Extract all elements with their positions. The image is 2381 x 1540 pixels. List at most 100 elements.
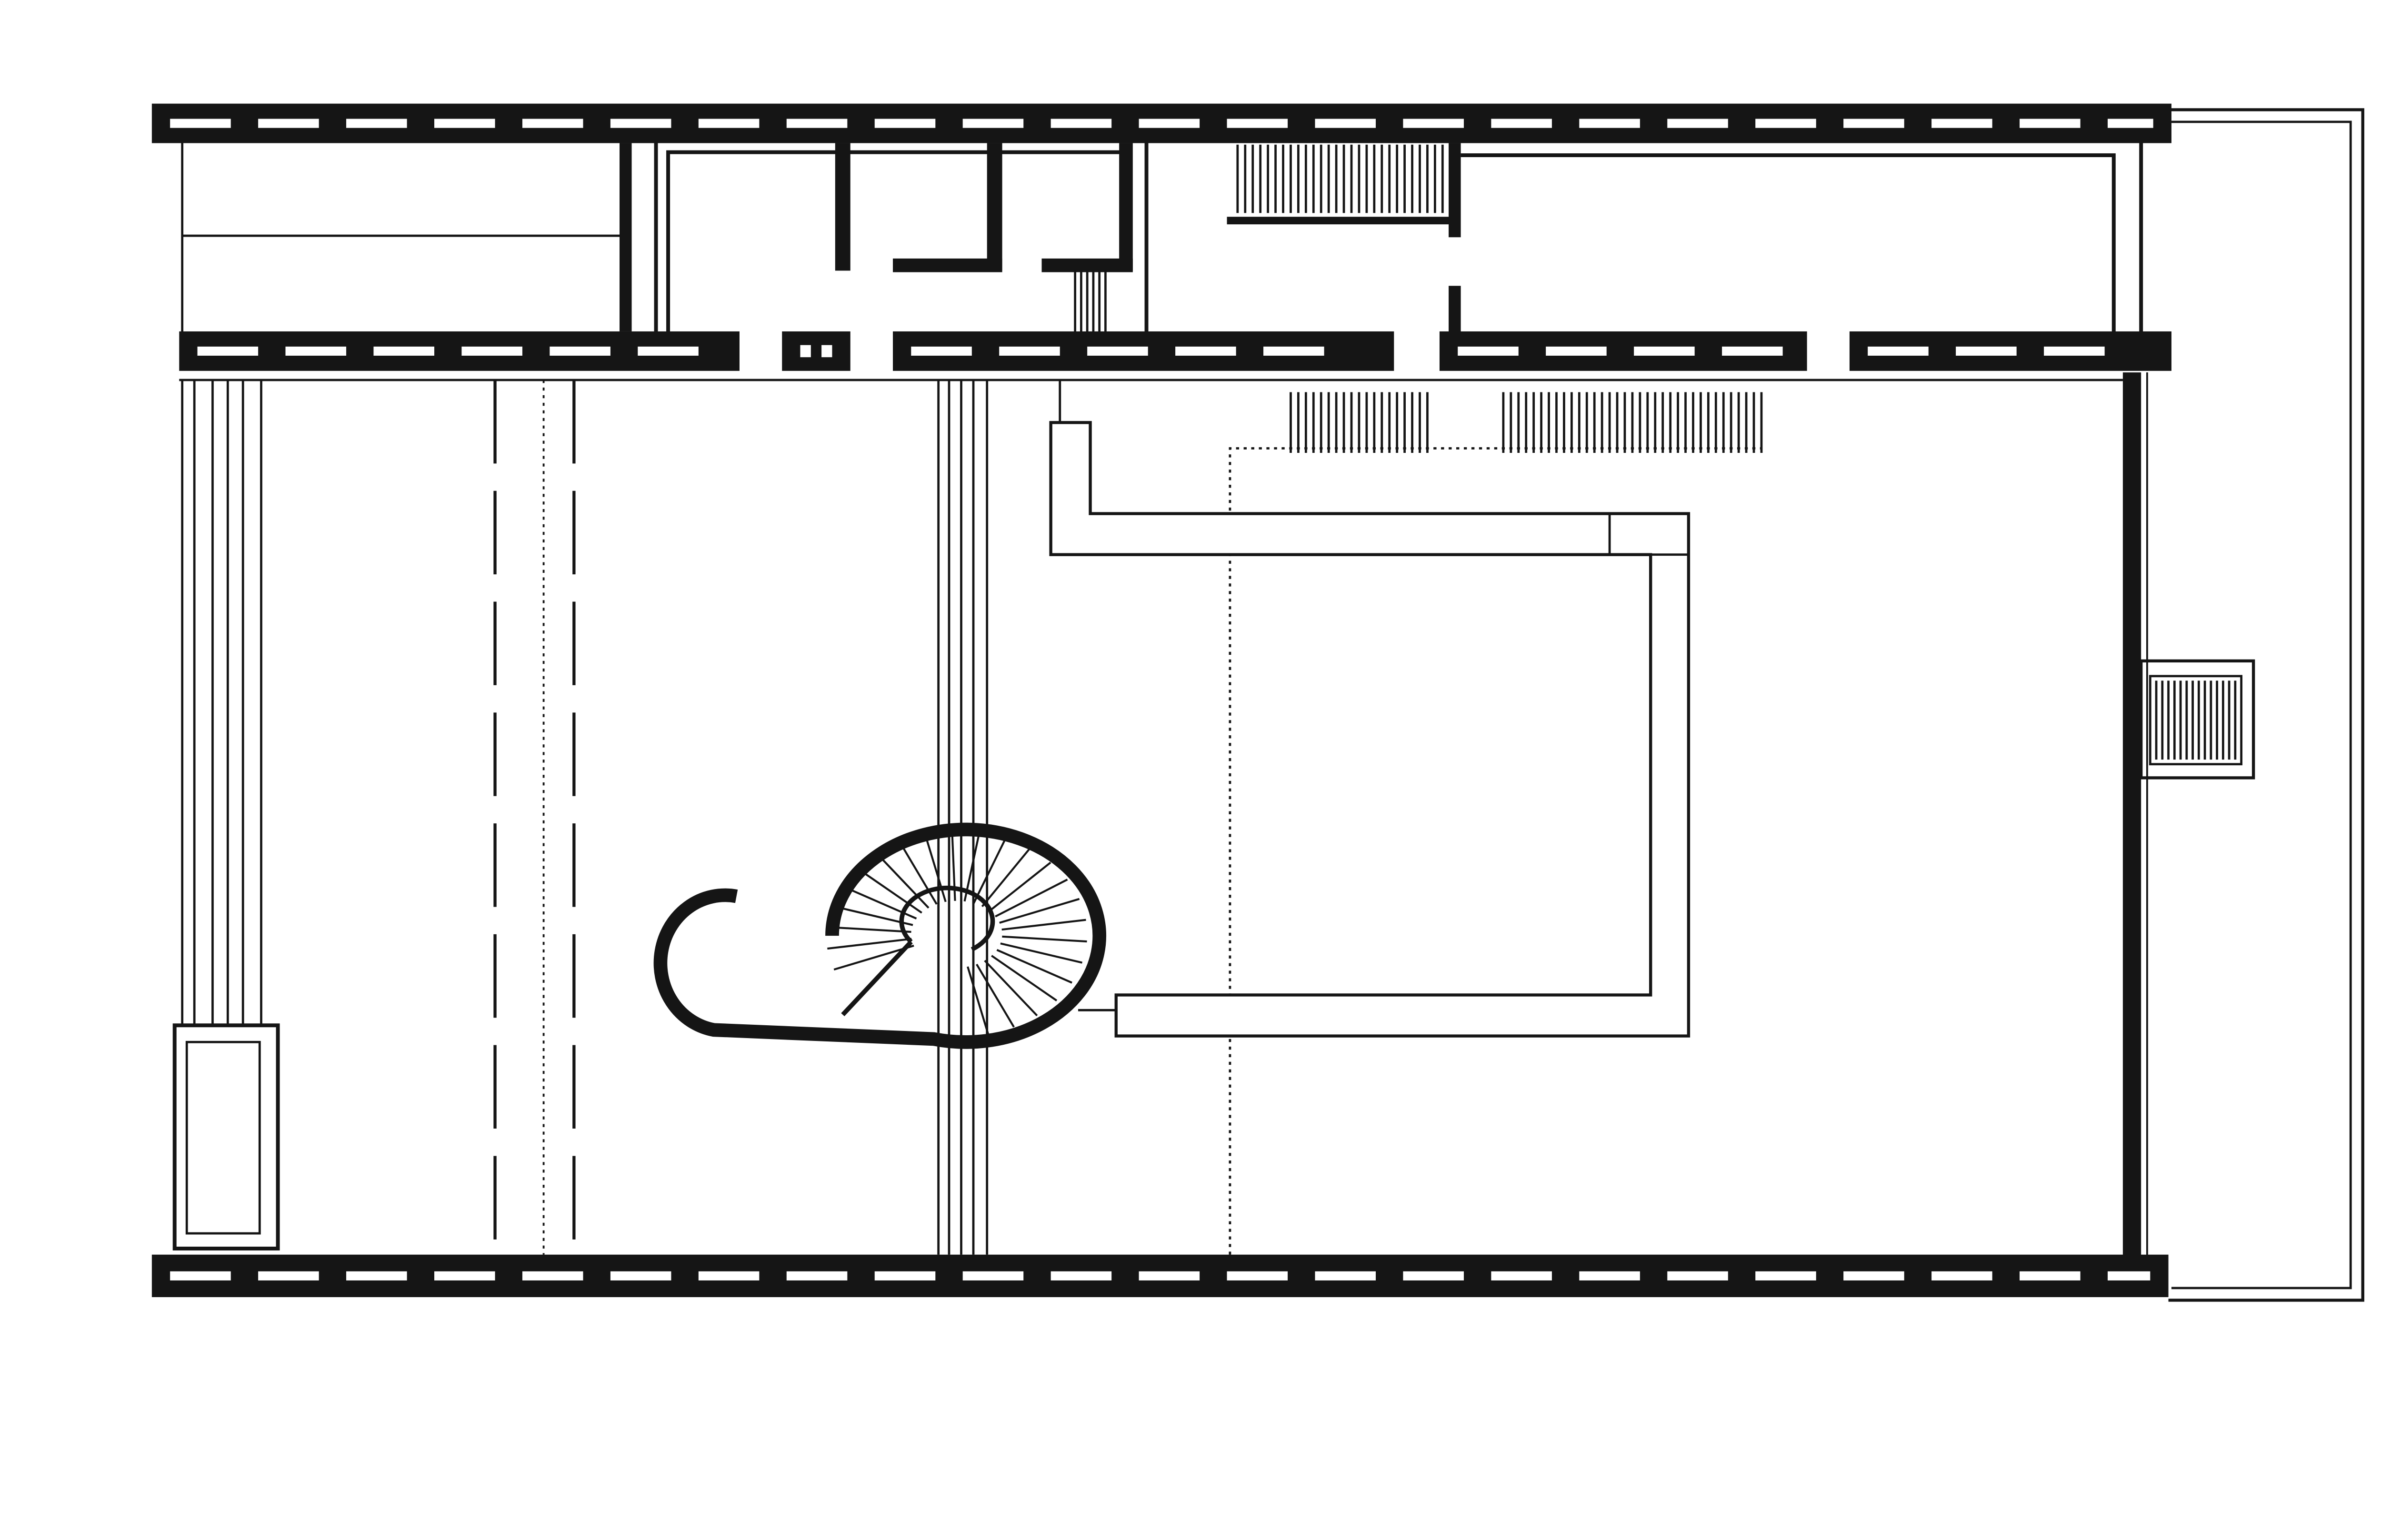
middle-wall-segment bbox=[1849, 331, 2171, 371]
dotted-line bbox=[1229, 447, 1761, 1255]
spiral-stair-core bbox=[841, 885, 995, 1017]
small-stair bbox=[1074, 270, 1107, 331]
left-cabinet-outer bbox=[172, 1023, 280, 1250]
spiral-tread bbox=[833, 944, 914, 971]
wall-window-dash bbox=[1087, 346, 1148, 356]
wall-window-dash bbox=[2108, 1271, 2151, 1280]
wall-segment bbox=[987, 143, 1002, 271]
wall-segment bbox=[1041, 258, 1133, 272]
spiral-tread bbox=[989, 861, 1051, 912]
bottom-wall bbox=[151, 1254, 2169, 1298]
spiral-tread bbox=[1001, 919, 1086, 931]
spiral-tread bbox=[984, 960, 1038, 1017]
wall-window-dash bbox=[1667, 119, 1728, 128]
wall-window-dash bbox=[1403, 1271, 1464, 1280]
wall-window-dash bbox=[346, 1271, 407, 1280]
wall-window-dash bbox=[434, 119, 495, 128]
wall-window-dash bbox=[1491, 1271, 1552, 1280]
lower-stair bbox=[1502, 392, 1763, 453]
spiral-tread bbox=[976, 963, 1015, 1028]
wall-window-dash bbox=[698, 119, 760, 128]
spiral-tread bbox=[1000, 942, 1083, 964]
left-column-band bbox=[181, 380, 262, 1026]
wall-window-dash bbox=[1579, 119, 1640, 128]
side-stair bbox=[2155, 680, 2237, 760]
spiral-tread bbox=[972, 838, 1007, 904]
wall-window-dash bbox=[1050, 1271, 1112, 1280]
partition-line bbox=[666, 150, 1131, 331]
wall-window-dash bbox=[1315, 119, 1376, 128]
wall-window-dash bbox=[1139, 1271, 1200, 1280]
wall-window-dash bbox=[346, 119, 407, 128]
wall-segment bbox=[1119, 143, 1133, 271]
wall-window-dash bbox=[610, 119, 671, 128]
wall-window-dash bbox=[2044, 346, 2105, 356]
middle-wall-segment bbox=[893, 331, 1394, 371]
wall-window-dash bbox=[1667, 1271, 1728, 1280]
wall-window-dash bbox=[874, 1271, 936, 1280]
wall-window-dash bbox=[1315, 1271, 1376, 1280]
spiral-tread bbox=[827, 938, 912, 950]
wall-window-dash bbox=[1546, 346, 1607, 356]
middle-wall-segment bbox=[179, 331, 740, 371]
wall-window-dash bbox=[1491, 119, 1552, 128]
wall-window-dash bbox=[1843, 119, 1904, 128]
wall-window-dash bbox=[874, 119, 936, 128]
ramp bbox=[1049, 421, 1691, 1038]
column-block-mark bbox=[800, 345, 811, 358]
wall-window-dash bbox=[1050, 119, 1112, 128]
side-stair-box bbox=[2139, 659, 2255, 780]
wall-window-dash bbox=[2020, 119, 2081, 128]
wall-window-dash bbox=[1722, 346, 1783, 356]
wall-window-dash bbox=[1956, 346, 2017, 356]
wall-window-dash bbox=[522, 1271, 583, 1280]
partition-line bbox=[1461, 153, 2116, 338]
terrace-outline bbox=[2171, 120, 2352, 1290]
middle-wall-segment bbox=[1439, 331, 1807, 371]
terrace-outline bbox=[2168, 108, 2364, 1302]
wall-window-dash bbox=[1458, 346, 1519, 356]
spiral-stair-wall bbox=[653, 822, 1106, 1049]
wall-window-dash bbox=[786, 1271, 848, 1280]
wall-window-dash bbox=[1139, 119, 1200, 128]
wall-window-dash bbox=[1755, 1271, 1816, 1280]
wall-window-dash bbox=[197, 346, 259, 356]
wall-window-dash bbox=[638, 346, 699, 356]
spiral-tread bbox=[856, 867, 922, 914]
interior-walls bbox=[172, 108, 2364, 1302]
floor-plan bbox=[151, 103, 2364, 1302]
spiral-tread bbox=[1002, 935, 1087, 943]
wall-window-dash bbox=[1868, 346, 1929, 356]
wall-window-dash bbox=[911, 346, 972, 356]
wall-window-dash bbox=[373, 346, 434, 356]
wall-window-dash bbox=[461, 346, 522, 356]
wall-window-dash bbox=[698, 1271, 760, 1280]
lower-stair bbox=[1290, 392, 1429, 453]
wall-window-dash bbox=[170, 1271, 231, 1280]
wall-window-dash bbox=[285, 346, 347, 356]
wall-window-dash bbox=[1634, 346, 1695, 356]
wall-window-dash bbox=[1931, 1271, 1992, 1280]
spiral-tread bbox=[991, 955, 1058, 1001]
spiral-tread bbox=[999, 898, 1080, 924]
wall-window-dash bbox=[1579, 1271, 1640, 1280]
wall-window-dash bbox=[522, 119, 583, 128]
spiral-tread bbox=[826, 926, 911, 933]
spiral-tread bbox=[981, 848, 1030, 908]
spiral-tread bbox=[967, 966, 990, 1035]
wall-window-dash bbox=[962, 119, 1024, 128]
wall-window-dash bbox=[258, 119, 319, 128]
wall-segment bbox=[835, 143, 850, 271]
wall-window-dash bbox=[550, 346, 610, 356]
wall-window-dash bbox=[1755, 119, 1816, 128]
wall-window-dash bbox=[1227, 1271, 1288, 1280]
wall-window-dash bbox=[610, 1271, 671, 1280]
center-column-band bbox=[937, 380, 989, 1255]
wall-window-dash bbox=[962, 1271, 1024, 1280]
spiral-tread bbox=[996, 949, 1072, 984]
wall-window-dash bbox=[258, 1271, 319, 1280]
wall-segment bbox=[620, 143, 632, 331]
right-wall bbox=[2122, 372, 2141, 1261]
wall-window-dash bbox=[1175, 346, 1236, 356]
left-cabinet-inner bbox=[185, 1040, 261, 1235]
